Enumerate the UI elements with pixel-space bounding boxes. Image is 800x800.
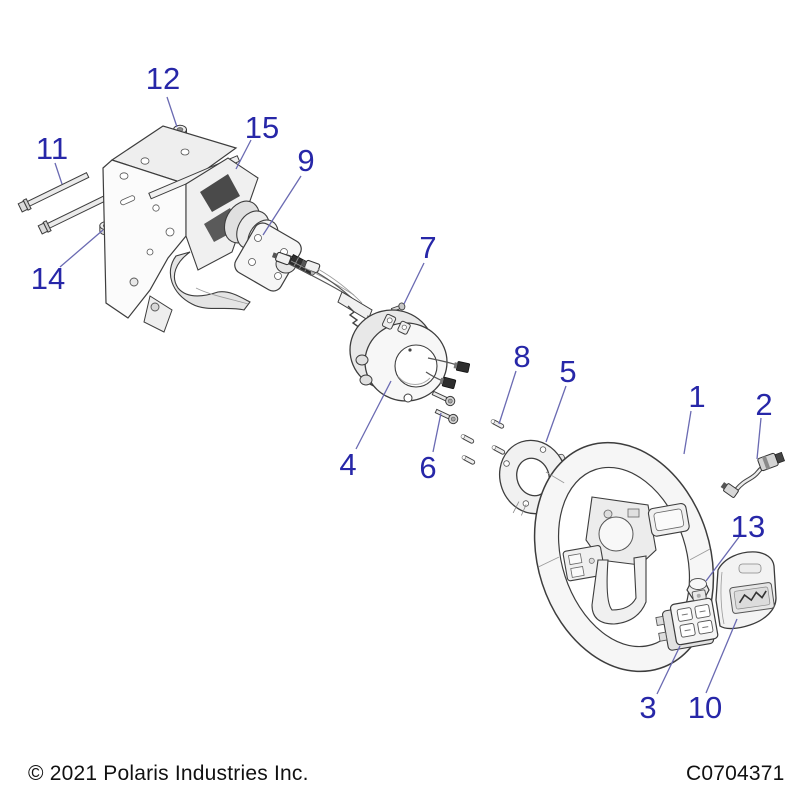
screw-1 [430, 388, 457, 408]
leader-line-8 [498, 370, 517, 425]
center-cover [715, 551, 777, 630]
clock-spring [349, 309, 471, 403]
clock-spring-connector-2 [439, 376, 457, 390]
clock-spring-connector-1 [453, 361, 471, 373]
callout-5-damper-ring: 5 [559, 354, 576, 389]
steering-wheel-hub [562, 496, 690, 625]
leader-line-4 [355, 380, 392, 450]
drawing-number: C0704371 [686, 762, 785, 785]
tilt-lever [169, 251, 251, 311]
callout-6-screw-pair: 6 [419, 450, 436, 485]
callout-7-small-screw: 7 [419, 230, 436, 265]
leader-line-5 [545, 385, 567, 443]
callout-2-wire-harness: 2 [755, 387, 772, 422]
leader-line-15 [235, 139, 252, 170]
leader-line-14 [59, 229, 104, 268]
pin-1 [459, 433, 475, 445]
callout-13-cap-nut: 13 [731, 509, 765, 544]
steering-wheel [533, 441, 715, 673]
column-shaft-housing [223, 200, 317, 292]
leader-line-3 [656, 645, 681, 695]
callout-12-flange-nuts: 12 [146, 61, 180, 96]
callout-15-short-bolt: 15 [245, 110, 279, 145]
wire-harness [720, 451, 786, 498]
callout-8-pin-pair: 8 [513, 339, 530, 374]
leader-line-2 [756, 417, 762, 460]
callout-11-long-bolts: 11 [36, 131, 68, 166]
leader-line-11 [54, 162, 63, 185]
cover-logo-panel [729, 582, 775, 614]
callout-10-center-cover: 10 [688, 690, 722, 725]
leader-line-10 [705, 618, 738, 694]
leader-line-13 [705, 536, 740, 582]
switch-block [655, 589, 719, 651]
pin-2 [460, 454, 476, 466]
long-bolt-lower [37, 193, 110, 235]
mounting-bracket [102, 125, 259, 333]
screw-2 [433, 406, 460, 426]
callout-4-clock-spring: 4 [339, 447, 356, 482]
leader-line-7 [403, 262, 425, 305]
leader-line-6 [432, 412, 442, 453]
pin-4 [490, 444, 506, 456]
callout-1-steering-wheel: 1 [688, 379, 705, 414]
leader-line-12 [166, 96, 178, 128]
long-bolt-upper [17, 171, 90, 213]
callout-9-steering-column: 9 [297, 143, 314, 178]
copyright-text: © 2021 Polaris Industries Inc. [28, 762, 309, 785]
callout-14-small-nut: 14 [31, 261, 65, 296]
callout-3-switch-block: 3 [639, 690, 656, 725]
steering-column-assembly [17, 124, 385, 335]
pin-3 [489, 418, 505, 430]
leader-line-1 [683, 410, 692, 455]
brand-logo-icon [738, 590, 767, 604]
leader-line-9 [262, 175, 302, 236]
